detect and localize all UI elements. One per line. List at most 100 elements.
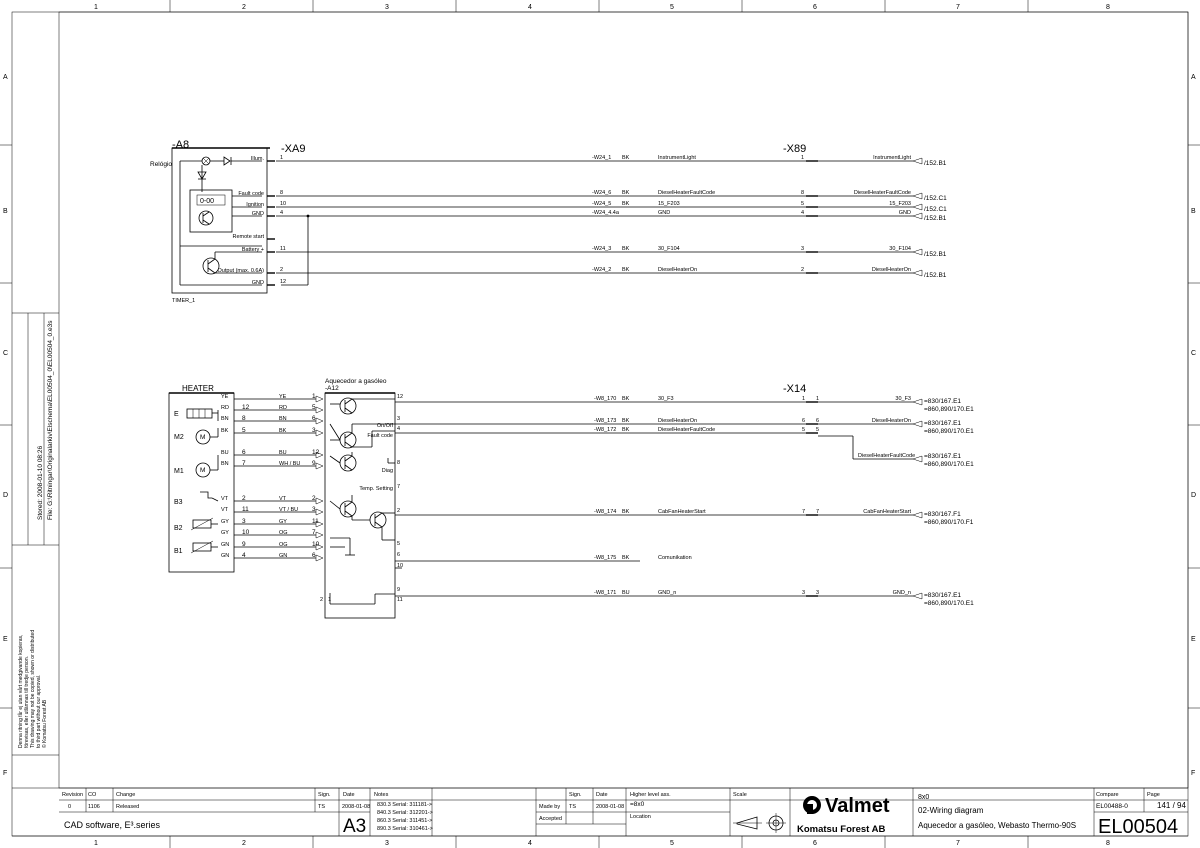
display-box — [189, 189, 233, 233]
xa9-pin: 8 — [280, 190, 283, 196]
a12-out-pin: 3 — [397, 416, 400, 422]
wire-colour: BK — [622, 190, 630, 196]
wire-dest: 30_F104 — [889, 246, 911, 252]
a8-section: -A8 -XA9 -X89 Relógio TIMER_1 0-00 — [150, 139, 947, 304]
x89-pin: 5 — [801, 201, 804, 207]
a12-label: On/Off — [377, 423, 394, 429]
accepted: Accepted — [539, 816, 562, 822]
wire-colour: BK — [622, 201, 630, 207]
heater-component-label: M1 — [174, 468, 184, 475]
legal-line: This drawing may not be copied, shown or… — [30, 630, 36, 748]
a12-out-pin: 5 — [397, 541, 400, 547]
wire-id: -W8_170 — [594, 396, 616, 402]
col-mark-bottom: 2 — [242, 840, 246, 847]
h-change: Change — [116, 792, 135, 798]
row-mark-right: D — [1191, 492, 1196, 499]
cad-software: CAD software, E³.series — [64, 820, 161, 830]
x14-pin: 6 — [802, 418, 805, 424]
legal-line: © Komatsu Forest AB — [41, 699, 48, 748]
col-mark-bottom: 5 — [670, 840, 674, 847]
timer-display — [196, 194, 226, 206]
wire-ref: /152.B1 — [924, 160, 947, 167]
x89-pin: 8 — [801, 190, 804, 196]
wire-ref1: =830/167.F1 — [924, 511, 961, 518]
wire-id: -W8_175 — [594, 555, 616, 561]
wire-dest: DieselHeaterOn — [872, 267, 911, 273]
heater-component-label: E — [174, 411, 179, 418]
heater-pin: 7 — [242, 460, 246, 467]
col-mark-bottom: 7 — [956, 840, 960, 847]
heater-wire-colour: GY — [279, 519, 287, 525]
wire-dest: 15_F203 — [889, 201, 911, 207]
higher-level-val: =8x0 — [630, 801, 645, 808]
diode-icon — [223, 156, 231, 166]
a12-out-pin: 9 — [397, 587, 400, 593]
a12-title: Aquecedor a gasóleo — [325, 378, 387, 385]
row-mark-right: B — [1191, 208, 1196, 215]
title-line2: 02-Wiring diagram — [918, 806, 984, 815]
a12-in-pin: 11 — [312, 518, 319, 525]
xa9-pin: 10 — [280, 201, 286, 207]
arrow-icon — [912, 157, 923, 165]
xa9-pin: 12 — [280, 279, 286, 285]
a12-in-pin: 6 — [312, 552, 316, 559]
title-block: Revision CO Change Sign. Date Notes 0 11… — [59, 788, 1188, 838]
sign-val: TS — [318, 804, 325, 810]
a12-out-pin: 1 — [328, 597, 331, 603]
col-mark-top: 1 — [94, 4, 98, 11]
date-val: 2008-01-08 — [342, 804, 370, 810]
h-sign: Sign. — [318, 792, 331, 798]
heater-section: HEATER Aquecedor a gasóleo -A12 -X14 EM2… — [168, 378, 974, 619]
wire-id: -W8_171 — [594, 590, 616, 596]
x89-pin: 4 — [801, 210, 804, 216]
co-val: 1106 — [88, 804, 100, 810]
col-mark-top: 2 — [242, 4, 246, 11]
heater-pin: 6 — [242, 449, 246, 456]
company-name: Komatsu Forest AB — [797, 824, 885, 835]
a12-out-pin: 10 — [397, 563, 403, 569]
a8-ref: -A8 — [172, 139, 189, 151]
col-mark-top: 6 — [813, 4, 817, 11]
heater-lead-colour: GN — [221, 542, 229, 548]
heater-lead-colour: VT — [221, 496, 229, 502]
row-mark-right: E — [1191, 636, 1196, 643]
x14-pin2: 6 — [816, 418, 819, 424]
row-mark-left: B — [3, 208, 8, 215]
wire-ref2: =860,890/170.E1 — [924, 406, 974, 413]
a12-out-pin: 4 — [397, 426, 400, 432]
wire-colour: BK — [622, 396, 630, 402]
change-val: Released — [116, 804, 139, 810]
heater-component-label: B2 — [174, 525, 183, 532]
x14-pin2: 3 — [816, 590, 819, 596]
heater-title: HEATER — [182, 384, 214, 393]
wire-signal: GND — [658, 210, 670, 216]
wire-dest: GND — [899, 210, 911, 216]
x89-ref: -X89 — [783, 143, 806, 155]
wire-ref2: =860,890/170.E1 — [924, 600, 974, 607]
a12-transistors — [329, 397, 395, 605]
heater-lead-colour: GN — [221, 553, 229, 559]
heater-lead-colour: VT — [221, 507, 229, 513]
x14-pin: 5 — [802, 427, 805, 433]
heater-component-label: B3 — [174, 499, 183, 506]
sign2-val: TS — [569, 804, 576, 810]
a12-in-pin: 5 — [312, 404, 316, 411]
arrow-icon — [912, 248, 923, 256]
note-line: 830.3 Serial: 311181-> — [377, 802, 432, 808]
timer-label: TIMER_1 — [172, 298, 195, 304]
timer-internals: 0-00 — [179, 156, 262, 286]
wire-signal: 30_F104 — [658, 246, 680, 252]
a8-pin-label: Ignition — [246, 202, 264, 208]
heater-lead-colour: RD — [221, 405, 229, 411]
wire-signal: InstrumentLight — [658, 155, 696, 161]
compare-val: EL00488-0 — [1096, 803, 1128, 810]
transistor-icon — [198, 210, 214, 226]
heater-pin: 5 — [242, 427, 246, 434]
h-date: Date — [343, 792, 355, 798]
heater-component-label: M2 — [174, 434, 184, 441]
col-mark-bottom: 4 — [528, 840, 532, 847]
wire-dest: DieselHeaterFaultCode — [854, 190, 911, 196]
arrow-icon — [912, 420, 923, 428]
a12-out-pin: 2 — [320, 597, 323, 603]
